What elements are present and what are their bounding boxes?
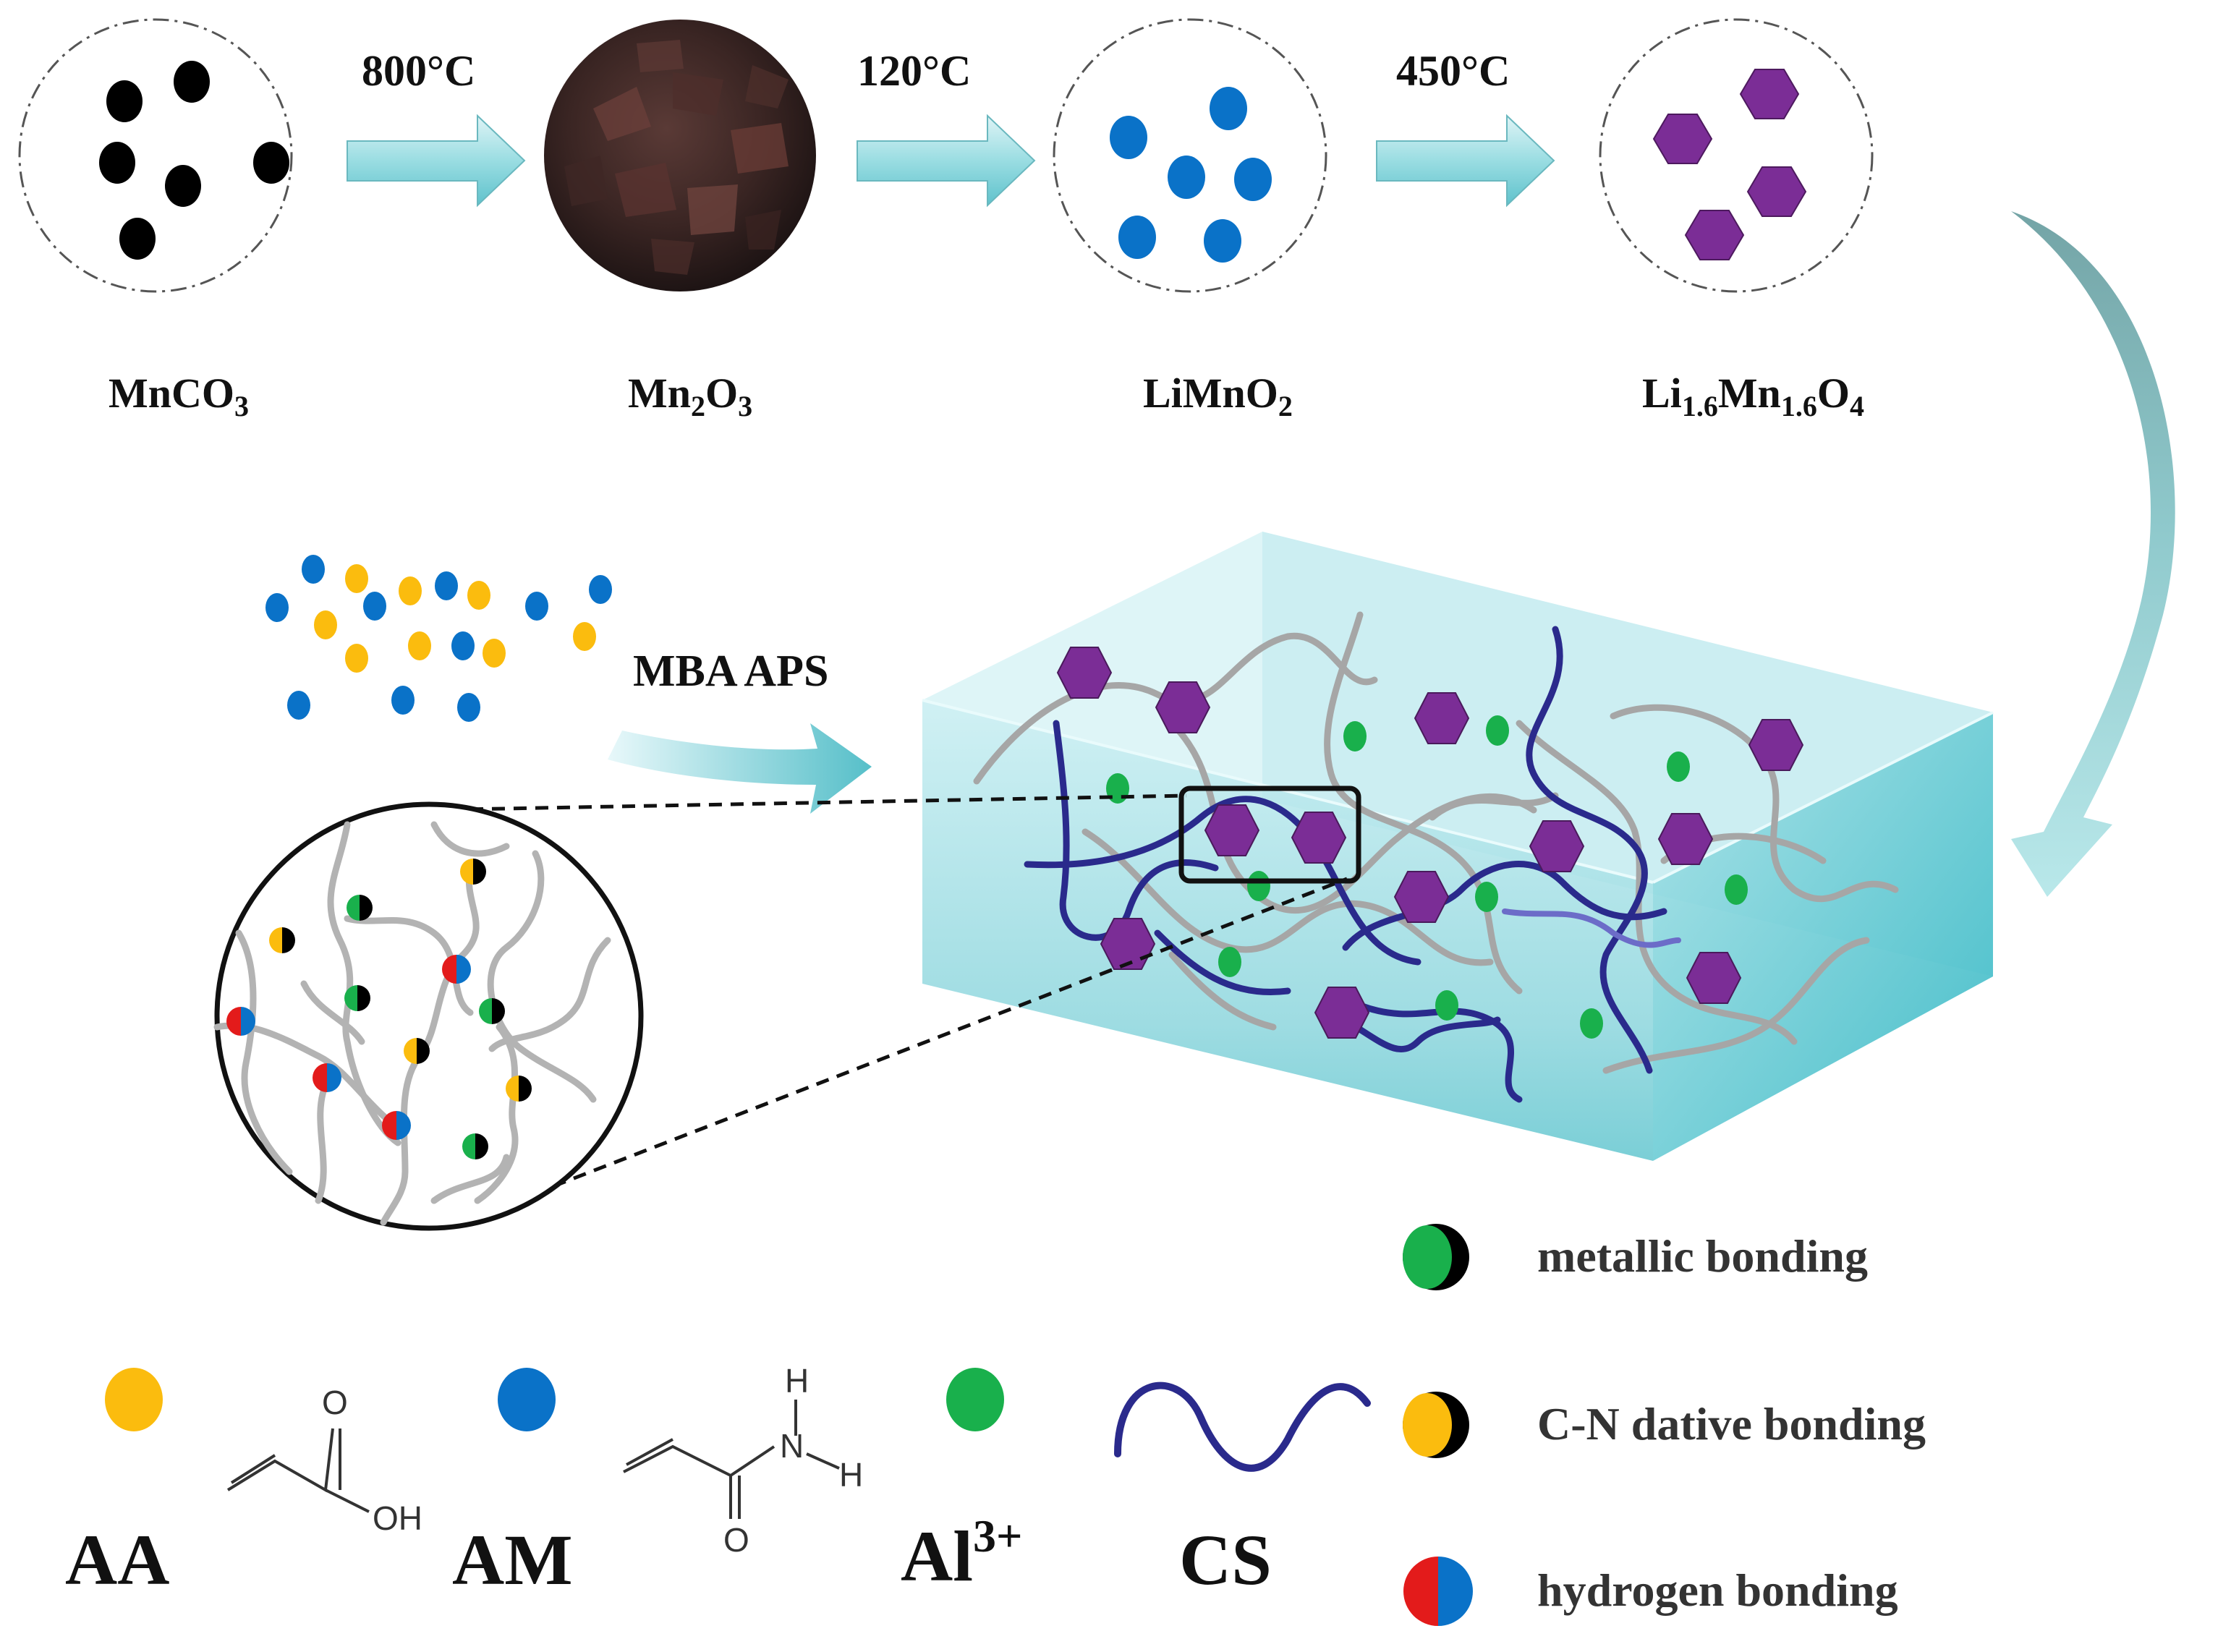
aa-label: AA — [65, 1520, 169, 1600]
legend-dative-label: C-N dative bonding — [1537, 1398, 1926, 1449]
legend-dative: C-N dative bonding — [1403, 1392, 1926, 1458]
am-atom-o: O — [723, 1521, 749, 1559]
am-atom-n: N — [780, 1427, 804, 1465]
zoom-dashed-lines — [426, 793, 1348, 1188]
hydrogel-particles — [1056, 647, 1804, 1039]
cs-chain-icon — [1114, 1381, 1371, 1472]
legend-hydrogen: hydrogen bonding — [1403, 1557, 1898, 1626]
acrylic-acid-structure — [226, 1428, 370, 1513]
legend-metallic-label: metallic bonding — [1537, 1230, 1868, 1282]
step2-temperature: 120°C — [857, 47, 971, 95]
mn2o3-image-circle — [544, 20, 816, 291]
compound-li16mn16o4: Li1.6Mn1.6O4 — [1642, 370, 1864, 422]
compound-mn2o3: Mn2O3 — [628, 370, 752, 422]
al-ion-label: Al3+ — [901, 1510, 1022, 1596]
compound-limno2: LiMnO2 — [1143, 370, 1293, 422]
legend-metallic: metallic bonding — [1403, 1224, 1868, 1290]
zoom-region-box — [1178, 785, 1361, 884]
arrow-step-1 — [347, 114, 526, 208]
initiators-label: MBA APS — [633, 647, 828, 696]
zoom-dative-bonds — [269, 859, 532, 1102]
zoom-metallic-bonds — [344, 895, 505, 1159]
curved-arrow-to-hydrogel — [2011, 161, 2175, 897]
compound-mnco3: MnCO3 — [109, 370, 249, 422]
am-dot — [498, 1368, 556, 1431]
am-label: AM — [452, 1520, 573, 1600]
legend-hydrogen-label: hydrogen bonding — [1537, 1564, 1898, 1616]
acrylamide-structure — [623, 1400, 840, 1519]
zoomed-network-circle — [213, 801, 644, 1231]
arrow-to-hydrogel — [608, 723, 872, 814]
am-atom-h1: H — [785, 1362, 809, 1400]
limno-spinel-particle-circle — [1599, 18, 1874, 293]
al-ion-dot — [946, 1368, 1004, 1431]
arrow-step-3 — [1376, 114, 1555, 208]
step1-temperature: 800°C — [362, 47, 475, 95]
aa-dot — [105, 1368, 163, 1431]
step3-temperature: 450°C — [1396, 47, 1510, 95]
am-atom-h2: H — [839, 1456, 863, 1494]
aa-atom-o: O — [322, 1384, 348, 1421]
cs-label: CS — [1179, 1520, 1272, 1600]
mnco3-particle-circle — [18, 18, 293, 293]
zoom-hydrogen-bonds — [226, 955, 471, 1140]
limno2-particle-circle — [1053, 18, 1327, 293]
hydrogel-block — [922, 532, 1994, 1161]
arrow-step-2 — [857, 114, 1036, 208]
monomer-cloud — [265, 555, 612, 722]
aa-atom-oh: OH — [373, 1499, 422, 1537]
